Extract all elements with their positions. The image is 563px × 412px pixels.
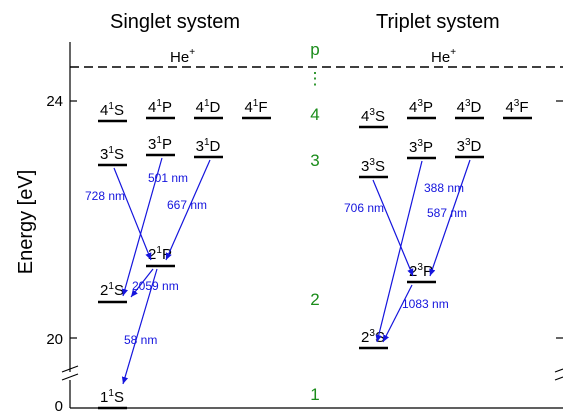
transition-arrows	[113, 157, 471, 385]
series-label-p: p	[310, 40, 319, 59]
y-tick-label-0: 0	[55, 398, 63, 412]
wavelength-label-58nm: 58 nm	[124, 333, 157, 347]
singlet-title: Singlet system	[110, 11, 240, 33]
wavelength-label-388nm: 388 nm	[424, 181, 464, 195]
arrow-58nm	[121, 268, 158, 385]
triplet-title: Triplet system	[376, 11, 500, 33]
term-label-4-1S: 41S	[100, 101, 124, 119]
term-label-4-1F: 41F	[244, 98, 267, 116]
term-label-4-3D: 43D	[457, 98, 482, 116]
wavelength-label-1083nm: 1083 nm	[402, 297, 449, 311]
term-label-3-3S: 33S	[361, 157, 385, 175]
wavelength-label-728nm: 728 nm	[85, 189, 125, 203]
term-label-2-3P: 23P	[409, 262, 433, 280]
triplet-ion-label: He+	[431, 47, 456, 66]
singlet-ion-symbol: He	[170, 49, 189, 66]
axis-break-1	[61, 365, 79, 373]
series-dots: ⋮	[307, 69, 324, 88]
wavelength-label-2059nm: 2059 nm	[132, 279, 179, 293]
y-tick-label-24: 24	[46, 93, 63, 110]
singlet-ion-charge: +	[189, 47, 195, 58]
arrow-2059nm	[130, 268, 154, 298]
wavelength-label-587nm: 587 nm	[427, 206, 467, 220]
term-label-4-1D: 41D	[196, 98, 221, 116]
term-label-3-3P: 33P	[409, 138, 433, 156]
arrow-667nm	[165, 159, 211, 261]
axes-frame	[61, 42, 563, 409]
arrow-728nm	[113, 167, 152, 261]
singlet-ion-label: He+	[170, 47, 195, 66]
term-label-4-3S: 43S	[361, 107, 385, 125]
axis-break-2	[61, 373, 79, 381]
term-label-1-1S: 11S	[100, 388, 124, 406]
term-label-4-1P: 41P	[148, 98, 172, 116]
wavelength-label-706nm: 706 nm	[344, 201, 384, 215]
triplet-ion-charge: +	[450, 47, 456, 58]
term-label-2-3S: 23S	[361, 328, 385, 346]
n-label-3: 3	[310, 151, 319, 170]
arrow-388nm	[375, 160, 423, 343]
term-label-3-1P: 31P	[148, 135, 172, 153]
wavelength-labels: 728 nm 501 nm 667 nm 2059 nm 58 nm 706 n…	[85, 171, 467, 347]
n-label-2: 2	[310, 290, 319, 309]
triplet-ion-symbol: He	[431, 49, 450, 66]
singlet-levels	[98, 116, 271, 410]
y-tick-label-20: 20	[46, 331, 63, 348]
term-label-4-3P: 43P	[409, 98, 433, 116]
y-axis-label: Energy [eV]	[15, 170, 37, 275]
n-label-4: 4	[310, 105, 319, 124]
wavelength-label-667nm: 667 nm	[167, 198, 207, 212]
right-break-1	[554, 368, 563, 373]
wavelength-label-501nm: 501 nm	[148, 171, 188, 185]
n-label-1: 1	[310, 385, 319, 404]
term-label-3-1D: 31D	[196, 137, 221, 155]
right-break-2	[554, 376, 563, 381]
singlet-term-labels: 41S 41P 41D 41F 31S 31P 31D 21P 21S 11S	[100, 98, 268, 406]
arrow-587nm	[429, 159, 471, 277]
term-label-3-1S: 31S	[100, 145, 124, 163]
arrow-501nm	[121, 157, 163, 297]
triplet-levels	[359, 116, 532, 350]
term-label-3-3D: 33D	[457, 137, 482, 155]
term-label-2-1S: 21S	[100, 281, 124, 299]
term-label-4-3F: 43F	[505, 98, 528, 116]
arrow-706nm	[372, 179, 414, 277]
arrow-1083nm	[382, 284, 413, 343]
